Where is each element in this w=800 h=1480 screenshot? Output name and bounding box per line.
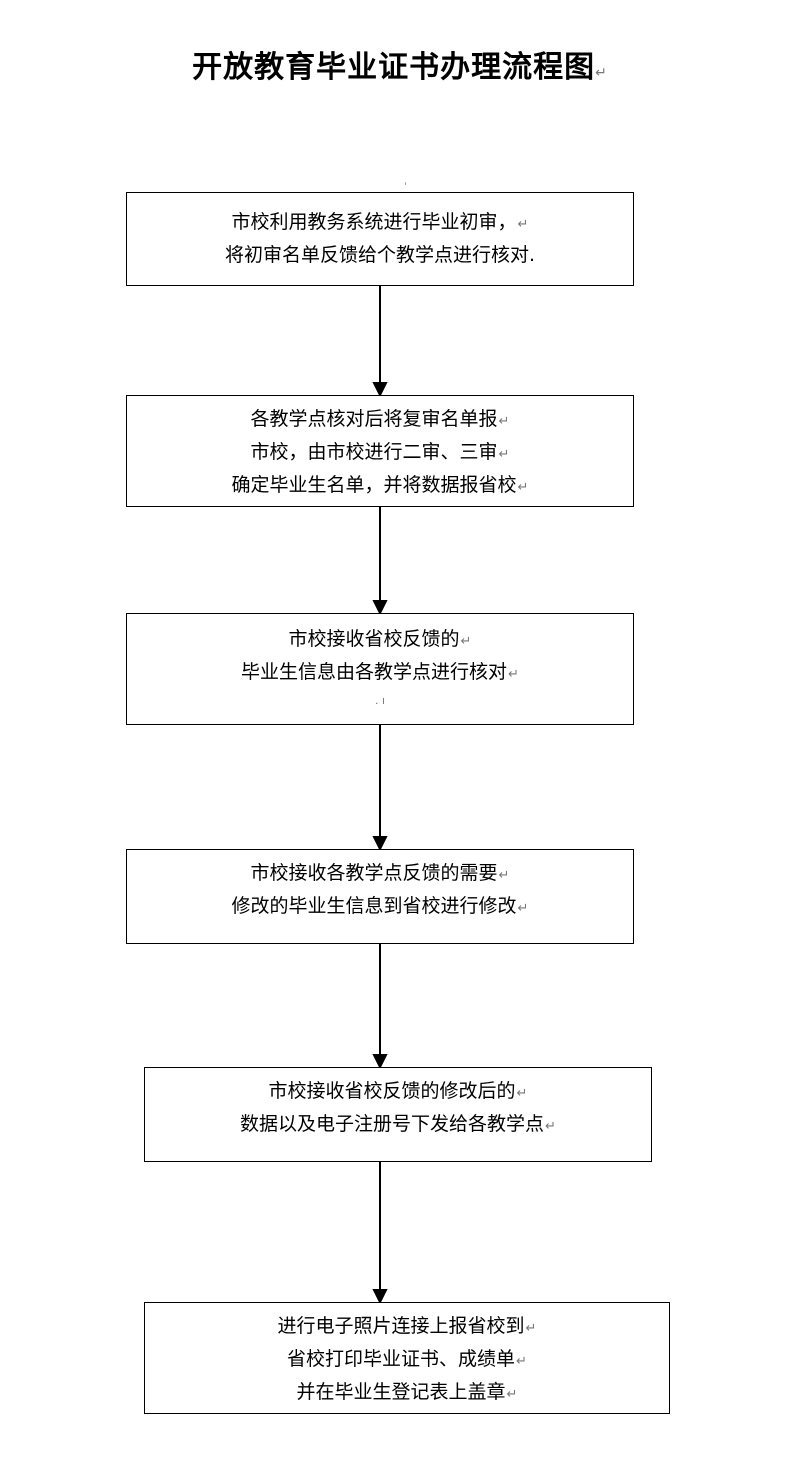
step-2-line-2: 市校，由市校进行二审、三审↵: [250, 441, 510, 463]
arrow-3-head: [372, 836, 388, 852]
title-text: 开放教育毕业证书办理流程图: [192, 50, 596, 85]
step-4-box: 市校接收各教学点反馈的需要↵ 修改的毕业生信息到省校进行修改↵: [126, 849, 634, 944]
step-2-line-3: 确定毕业生名单，并将数据报省校↵: [231, 474, 529, 496]
step-5-line-2: 数据以及电子注册号下发给各教学点↵: [240, 1113, 556, 1135]
arrow-2-head: [372, 600, 388, 616]
step-6-box: 进行电子照片连接上报省校到↵ 省校打印毕业证书、成绩单↵ 并在毕业生登记表上盖章…: [144, 1302, 670, 1414]
step-1-line-1: 市校利用教务系统进行毕业初审，↵: [231, 211, 529, 233]
arrow-4-head: [372, 1054, 388, 1070]
step-5-line-1: 市校接收省校反馈的修改后的↵: [268, 1080, 528, 1102]
step-1-box: 市校利用教务系统进行毕业初审，↵ 将初审名单反馈给个教学点进行核对.: [126, 192, 634, 286]
page-title: 开放教育毕业证书办理流程图↵: [0, 46, 800, 95]
paragraph-mark-icon: ↵: [595, 65, 608, 81]
stray-mark-icon: . ı: [374, 694, 386, 707]
stray-mark-icon: ˈ: [404, 180, 408, 193]
step-1-line-2: 将初审名单反馈给个教学点进行核对.: [224, 244, 536, 266]
step-6-line-3: 并在毕业生登记表上盖章↵: [296, 1381, 518, 1403]
step-6-line-1: 进行电子照片连接上报省校到↵: [277, 1315, 537, 1337]
arrow-1-head: [372, 382, 388, 398]
step-3-line-2: 毕业生信息由各教学点进行核对↵: [241, 661, 519, 683]
step-5-box: 市校接收省校反馈的修改后的↵ 数据以及电子注册号下发给各教学点↵: [144, 1067, 652, 1162]
arrow-5-head: [372, 1289, 388, 1305]
step-3-line-1: 市校接收省校反馈的↵: [288, 628, 472, 650]
step-2-line-1: 各教学点核对后将复审名单报↵: [250, 408, 510, 430]
step-4-line-1: 市校接收各教学点反馈的需要↵: [250, 862, 510, 884]
step-6-line-2: 省校打印毕业证书、成绩单↵: [287, 1348, 527, 1370]
step-3-box: 市校接收省校反馈的↵ 毕业生信息由各教学点进行核对↵ . ı: [126, 613, 634, 725]
step-4-line-2: 修改的毕业生信息到省校进行修改↵: [231, 895, 529, 917]
step-2-box: 各教学点核对后将复审名单报↵ 市校，由市校进行二审、三审↵ 确定毕业生名单，并将…: [126, 395, 634, 507]
